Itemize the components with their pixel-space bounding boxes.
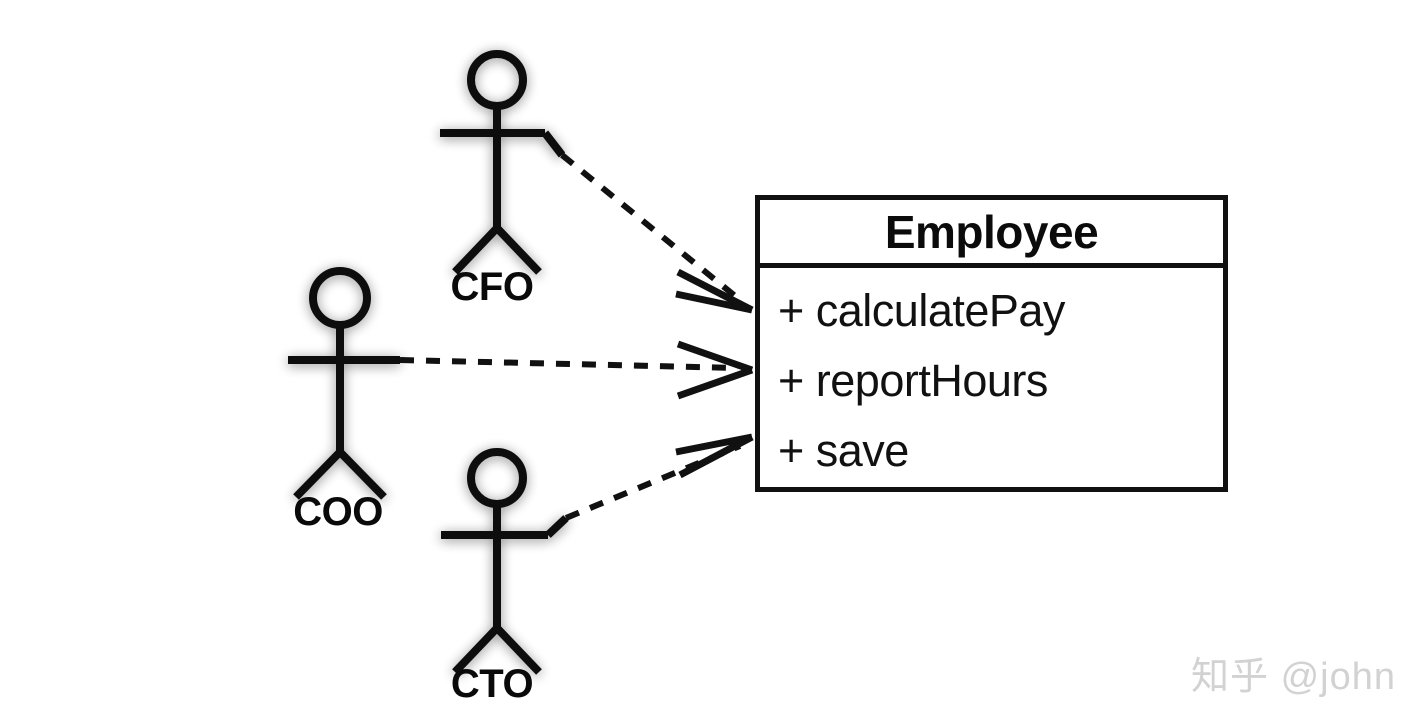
- actor-cto-leg-right: [494, 625, 542, 675]
- actor-cfo-leg-right: [494, 225, 542, 275]
- uml-class-name-row: Employee: [760, 200, 1223, 268]
- dependency-cto-to-employee: [564, 433, 754, 521]
- uml-class-name: Employee: [884, 205, 1099, 258]
- dependency-cto-arrowhead-upper: [675, 433, 753, 456]
- actor-coo[interactable]: [288, 267, 400, 500]
- uml-member-calculate-pay: + calculatePay: [778, 285, 1065, 336]
- actor-coo-leg-right: [337, 449, 387, 500]
- dependency-cto-arrowhead-lower: [678, 433, 754, 479]
- uml-member-report-hours: + reportHours: [778, 354, 1048, 406]
- actor-label-cto: CTO: [450, 662, 534, 706]
- actor-cfo[interactable]: [440, 50, 566, 275]
- watermark: 知乎 @john: [1191, 656, 1396, 698]
- actor-coo-leg-left: [293, 449, 343, 500]
- dependency-cfo-line: [560, 152, 742, 303]
- actor-cfo-leg-left: [452, 225, 500, 275]
- dependency-cfo-arrowhead-lower: [675, 290, 753, 314]
- uml-class-members: + calculatePay + reportHours + save: [760, 268, 1223, 485]
- dependency-cfo-arrowhead-upper: [676, 268, 754, 314]
- actor-cto[interactable]: [441, 448, 569, 675]
- actor-cto-arm-right-bend: [545, 515, 569, 538]
- actor-cfo-arm-right-bend: [541, 130, 566, 158]
- uml-member-save: + save: [778, 424, 909, 476]
- actor-label-coo: COO: [293, 490, 383, 534]
- actor-label-cfo: CFO: [450, 265, 534, 309]
- dependency-cfo-to-employee: [560, 152, 754, 314]
- actor-cto-head-icon: [467, 448, 527, 508]
- actor-coo-head-icon: [309, 267, 371, 329]
- actor-cfo-head-icon: [467, 50, 527, 110]
- dependency-coo-arrowhead-lower: [676, 366, 754, 400]
- dependency-coo-line: [399, 357, 739, 371]
- uml-class-employee[interactable]: Employee + calculatePay + reportHours + …: [755, 195, 1228, 492]
- actor-cto-leg-left: [452, 625, 500, 675]
- dependency-coo-to-employee: [399, 340, 754, 400]
- dependency-coo-arrowhead-upper: [676, 340, 754, 374]
